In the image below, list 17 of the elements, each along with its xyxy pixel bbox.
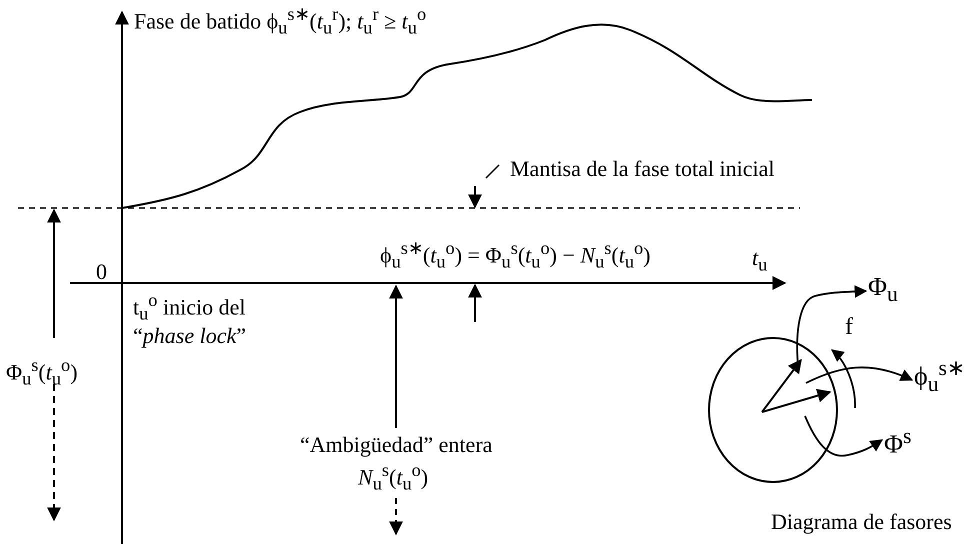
angle-label: f	[845, 314, 853, 340]
leader-line	[806, 366, 914, 384]
axis-label: t$_{u}$	[752, 246, 768, 275]
phasor-vector	[761, 358, 802, 413]
equation: ϕ$_{u}$$^{s∗}$(t$_{u}$$^{o}$) = Φ$_{u}$$^{s}$(t$_{u}$$^{o}$) − N$_{u}$$^{s}$(t$_{u}$$^{o}$)	[380, 238, 650, 272]
annotation-text: t$_{u}$$^{o}$ inicio del “phase lock”	[133, 290, 247, 348]
axis-origin: 0	[96, 260, 107, 284]
annotation-text: “Ambigüedad” entera	[300, 433, 492, 458]
caption-text: Diagrama de fasores	[771, 510, 952, 534]
phasor-label: Φ$^{s}$	[884, 425, 912, 460]
equation: Φ$_{u}$$^{s}$(t$_{u}$$^{o}$)	[6, 355, 78, 389]
leader-line	[485, 164, 500, 179]
phasor-label: Φ$_{u}$	[868, 273, 898, 308]
equation: N$_{u}$$^{s}$(t$_{u}$$^{o}$)	[358, 460, 428, 494]
phasor-vector	[762, 388, 832, 413]
leader-line	[804, 416, 884, 457]
annotation-text: Mantisa de la fase total inicial	[510, 157, 775, 182]
